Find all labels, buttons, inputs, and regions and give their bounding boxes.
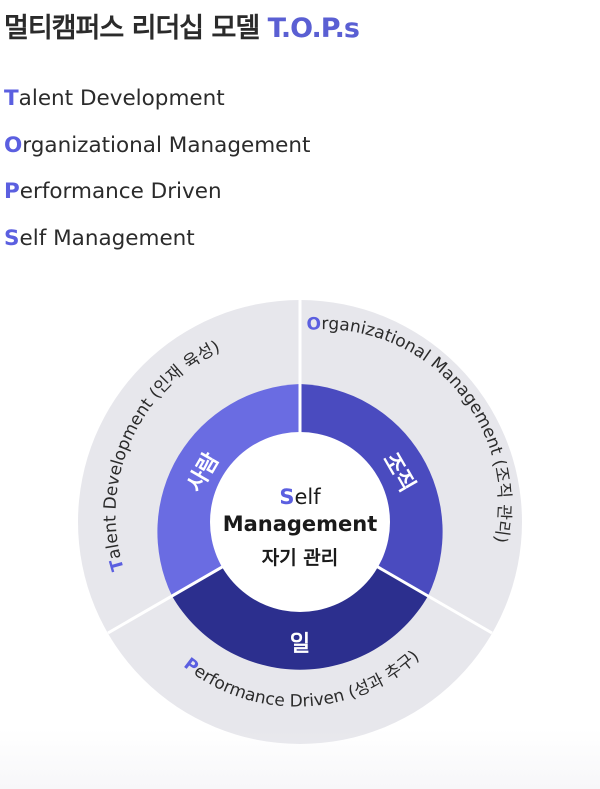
arc-org-initial: O: [306, 314, 322, 335]
title-accent: T.O.P.s: [267, 13, 360, 44]
center-circle: [210, 432, 390, 612]
center-initial: S: [279, 485, 294, 509]
legend-initial: P: [4, 179, 20, 204]
page-title: 멀티캠퍼스 리더십 모델 T.O.P.s: [4, 6, 360, 45]
legend-initial: T: [4, 86, 19, 111]
legend-label: alent Development: [18, 86, 225, 111]
label-work: 일: [290, 632, 310, 657]
center-korean: 자기 관리: [262, 547, 339, 569]
tops-legend: Talent Development Organizational Manage…: [4, 76, 310, 262]
legend-label: rganizational Management: [22, 132, 311, 158]
legend-initial: S: [4, 225, 20, 251]
center-self-line: Self: [279, 485, 321, 509]
center-self-rest: elf: [294, 485, 321, 509]
bottom-fade: [0, 729, 600, 789]
legend-item-self: Self Management: [4, 216, 310, 263]
legend-item-talent: Talent Development: [4, 76, 310, 123]
tops-model-diagram: Self Management 자기 관리 사람 조직 일 Talent Dev…: [78, 300, 522, 744]
legend-initial: O: [4, 132, 23, 158]
legend-label: erformance Driven: [19, 179, 222, 204]
center-management: Management: [223, 512, 378, 536]
legend-label: elf Management: [19, 225, 195, 251]
legend-item-performance: Performance Driven: [4, 169, 310, 216]
title-main: 멀티캠퍼스 리더십 모델: [4, 13, 260, 44]
legend-item-organizational: Organizational Management: [4, 123, 310, 170]
